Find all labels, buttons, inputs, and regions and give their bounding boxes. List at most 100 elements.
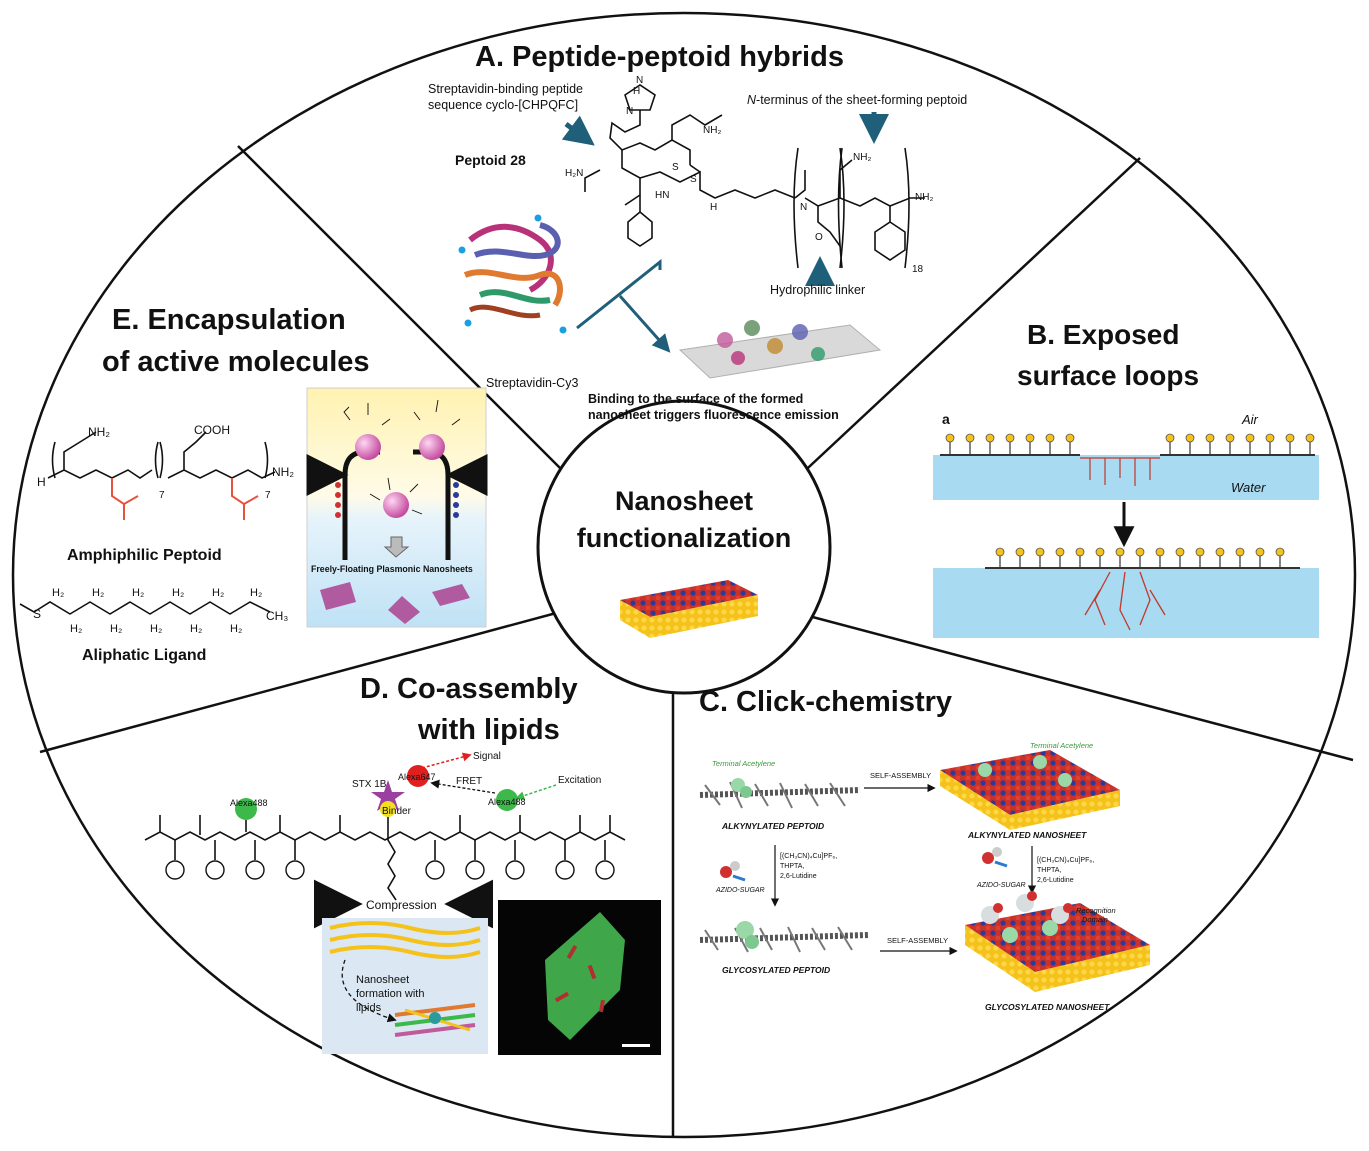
binder-dot: [380, 801, 396, 817]
chem-nh2-left: H₂N: [565, 168, 583, 179]
chem-o-linker: O: [815, 232, 823, 243]
azido-sugar-icon-2: [982, 847, 1008, 868]
formation-line2: formation with: [356, 988, 424, 1000]
chem-h2-9: H₂: [150, 623, 162, 635]
aliphatic-ligand-structure: S CH₃ H₂ H₂ H₂ H₂ H₂ H₂ H₂ H₂ H₂ H₂ H₂: [19, 587, 288, 635]
formation-dashed-arrow: [341, 959, 397, 1023]
nanoparticle-3: [383, 492, 409, 518]
section-b-title-line2: surface loops: [1017, 360, 1199, 391]
glycosylated-peptoid-model: [699, 921, 869, 953]
outer-circle: [11, 11, 1357, 1139]
alexa488-right-dot: [496, 789, 518, 811]
signal-label: Signal: [473, 751, 501, 762]
section-e-title-line1: E. Encapsulation: [112, 304, 346, 336]
lipid-strands: [329, 921, 481, 1037]
divider-a-e: [237, 145, 568, 476]
excitation-label: Excitation: [558, 775, 601, 786]
section-a: A. Peptide-peptoid hybrids Streptavidin-…: [428, 41, 967, 422]
n-terminus-label: N-terminus of the sheet-forming peptoid: [747, 93, 967, 107]
chem-h2-11: H₂: [230, 623, 242, 635]
water-label: Water: [1231, 480, 1266, 495]
center-title-line2: functionalization: [577, 523, 791, 553]
chem-h2-7: H₂: [70, 623, 82, 635]
chem-h2-6: H₂: [250, 587, 262, 599]
air-label: Air: [1241, 412, 1259, 427]
center-circle: [536, 399, 832, 695]
excitation-arrow: [515, 784, 557, 800]
reagent-2-line3: 2,6-Lutidine: [1037, 877, 1074, 884]
alexa647-label: Alexa647: [398, 772, 436, 782]
chem-imidazole-n1: N: [636, 75, 643, 86]
chem-h2-2: H₂: [92, 587, 104, 599]
glycosylated-nanosheet-label: GLYCOSYLATED NANOSHEET: [985, 1002, 1110, 1012]
streptavidin-protein: [458, 214, 567, 334]
center-nanosheet-icon: [620, 580, 758, 638]
confocal-nanosheet: [545, 912, 625, 1040]
chem-ch3-ligand: CH₃: [266, 609, 288, 623]
azido-sugar-icon-1: [720, 861, 746, 882]
streptavidin-peptide-line2: sequence cyclo-[CHPQFC]: [428, 98, 578, 112]
chem-h2-1: H₂: [52, 587, 64, 599]
section-a-title: A. Peptide-peptoid hybrids: [475, 41, 844, 73]
floating-sheet-2: [388, 596, 420, 624]
panel-letter-a: a: [942, 411, 950, 427]
arrow-to-peptide: [561, 115, 595, 146]
chem-n-peptoid: N: [800, 202, 807, 213]
azido-sugar-2: AZIDO-SUGAR: [976, 882, 1026, 889]
fret-arrow: [430, 779, 496, 794]
formation-line3: lipids: [356, 1002, 382, 1014]
reagent-2-line1: [(CH₃CN)₄Cu]PF₆,: [1037, 857, 1094, 864]
alkynylated-peptoid-model: [699, 778, 861, 809]
alexa488-right-label: Alexa488: [488, 797, 526, 807]
chem-h2-5: H₂: [212, 587, 224, 599]
alkynylated-nanosheet-label: ALKYNYLATED NANOSHEET: [967, 830, 1087, 840]
chem-h2-3: H₂: [132, 587, 144, 599]
stx1b-label: STX 1B: [352, 779, 387, 790]
self-assembly-1: SELF-ASSEMBLY: [870, 771, 931, 780]
water-panel-bottom: [933, 568, 1319, 638]
chem-imidazole-n2: N: [626, 106, 633, 117]
scale-bar: [622, 1044, 650, 1047]
terminal-acetylene-2: Terminal Acetylene: [1030, 741, 1093, 750]
surface-with-streptavidin: [678, 320, 882, 379]
water-panel-top: [933, 455, 1319, 500]
fret-label: FRET: [456, 776, 482, 787]
chem-subscript-7a: 7: [159, 490, 165, 501]
confocal-red-spots: [554, 944, 606, 1013]
section-e: E. Encapsulation of active molecules NH₂…: [19, 304, 488, 664]
chem-nh2-peptoid: NH₂: [853, 152, 871, 163]
alexa488-left-dot: [235, 798, 257, 820]
peptoid-28-label: Peptoid 28: [455, 152, 526, 168]
divider-d-e: [39, 610, 561, 754]
alkynylated-nanosheet-model: [940, 750, 1120, 830]
floating-sheet-3: [432, 584, 470, 606]
plasmonic-label: Freely-Floating Plasmonic Nanosheets: [311, 564, 473, 574]
alkynylated-peptoid-label: ALKYNYLATED PEPTOID: [721, 821, 824, 831]
section-d-title-line2: with lipids: [417, 714, 560, 746]
sector-frame: [11, 11, 1357, 1139]
chem-nh-1: HN: [655, 190, 669, 201]
center-hub: Nanosheet functionalization: [536, 399, 832, 695]
formation-line1: Nanosheet: [356, 974, 409, 986]
streptavidin-peptide-line1: Streptavidin-binding peptide: [428, 82, 583, 96]
chem-nh2-e-end: NH₂: [272, 465, 294, 479]
alexa647-dot: [407, 765, 429, 787]
glycosylated-nanosheet-model: [965, 891, 1150, 992]
binding-line2: nanosheet triggers fluorescence emission: [588, 408, 839, 422]
recognition-line2: Domain: [1082, 915, 1108, 924]
reagent-1-line2: THPTA,: [780, 863, 804, 870]
amphiphilic-peptoid-structure: NH₂ COOH H NH₂ 7 7: [37, 423, 294, 520]
recognition-line1: Recognition: [1076, 906, 1116, 915]
top-peptoid-layer: [940, 433, 1315, 486]
floating-sheet-1: [320, 582, 356, 610]
glycosylated-peptoid-label: GLYCOSYLATED PEPTOID: [722, 965, 830, 975]
chem-nh2-end: NH₂: [915, 192, 933, 203]
hydrophilic-linker-label: Hydrophilic linker: [770, 283, 865, 297]
section-d: D. Co-assembly with lipids Signal Alexa6…: [144, 673, 661, 1055]
chem-s2: S: [690, 174, 697, 185]
compression-label: Compression: [366, 898, 437, 912]
section-d-title-line1: D. Co-assembly: [360, 673, 578, 705]
streptavidin-cy3-label: Streptavidin-Cy3: [486, 376, 578, 390]
amphiphilic-peptoid-label: Amphiphilic Peptoid: [67, 547, 222, 564]
